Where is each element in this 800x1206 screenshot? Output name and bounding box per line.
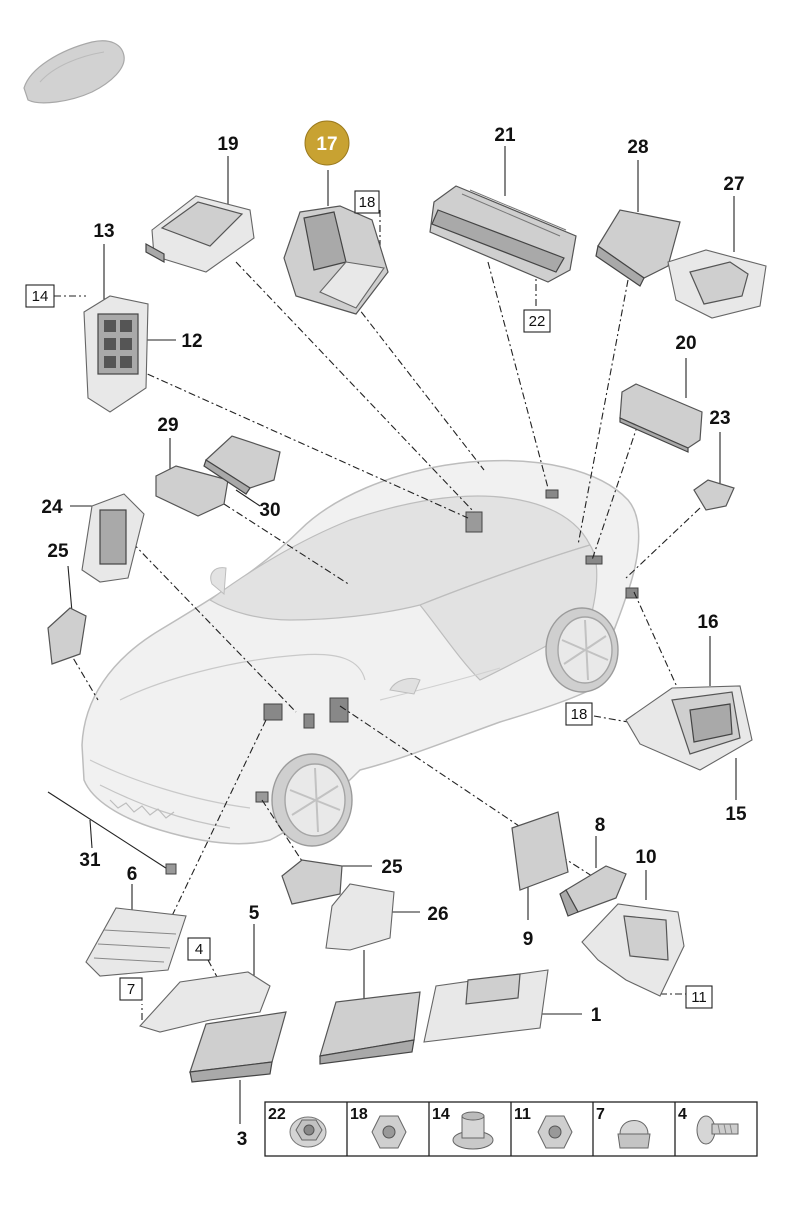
- fastener-label-4: 4: [678, 1106, 687, 1123]
- boxed-4: 4: [195, 941, 203, 958]
- callout-25-front: 25: [381, 857, 403, 878]
- highlight-badge: [304, 120, 350, 166]
- callout-labels: 17 19 21 28 27 13 12 20 23 29 30 24 25 1…: [41, 120, 747, 1150]
- fastener-label-11: 11: [514, 1106, 531, 1123]
- callout-29: 29: [157, 415, 178, 436]
- part-1-control-unit: [423, 969, 549, 1043]
- part-21-control-unit: [429, 185, 577, 283]
- fastener-table: 22 18 14 11: [264, 1101, 758, 1157]
- part-27-bracket: [667, 249, 767, 319]
- fastener-label-7: 7: [596, 1106, 605, 1123]
- callout-8: 8: [595, 815, 606, 836]
- callout-1: 1: [591, 1005, 602, 1026]
- part-28-module: [595, 209, 681, 287]
- callout-28: 28: [627, 137, 648, 158]
- fastener-cell-18: 18: [350, 1106, 407, 1149]
- part-10-11-bracket: [581, 903, 685, 997]
- part-9-control-unit: [511, 811, 569, 891]
- callout-10: 10: [635, 847, 656, 868]
- fastener-cell-11: 11: [514, 1106, 573, 1149]
- boxed-18-right: 18: [571, 706, 588, 723]
- fastener-cell-7: 7: [596, 1106, 651, 1149]
- part-30-module: [203, 435, 281, 495]
- callout-17: 17: [316, 134, 337, 155]
- flange-nut-icon: [289, 1116, 327, 1148]
- callout-24: 24: [41, 497, 63, 518]
- callout-15: 15: [725, 804, 747, 825]
- callout-21: 21: [494, 125, 516, 146]
- part-31-cable: [165, 863, 177, 875]
- fastener-cell-4: 4: [678, 1106, 739, 1145]
- screw-icon: [696, 1115, 739, 1145]
- part-8-module: [559, 865, 627, 917]
- callout-6: 6: [127, 864, 138, 885]
- fastener-label-18: 18: [350, 1106, 368, 1123]
- weld-nut-icon: [452, 1111, 494, 1150]
- part-5-7-bracket: [139, 971, 271, 1033]
- fastener-cell-22: 22: [268, 1106, 327, 1148]
- hex-nut-icon: [537, 1115, 573, 1149]
- part-3-control-unit: [189, 1011, 287, 1083]
- part-23-sensor: [693, 479, 735, 511]
- part-26-bracket: [325, 883, 395, 951]
- vehicle-body: [81, 459, 640, 847]
- part-19-radar-sensor: [145, 195, 255, 273]
- part-29-module: [155, 465, 229, 517]
- fastener-label-22: 22: [268, 1106, 286, 1123]
- boxed-18-top: 18: [359, 194, 376, 211]
- callout-16: 16: [697, 612, 718, 633]
- callout-19: 19: [217, 134, 238, 155]
- boxed-14: 14: [32, 288, 49, 305]
- cap-nut-icon: [617, 1120, 651, 1149]
- fastener-cell-14: 14: [432, 1106, 494, 1150]
- boxed-22: 22: [529, 313, 546, 330]
- callout-12: 12: [181, 331, 202, 352]
- boxed-7: 7: [127, 981, 135, 998]
- callout-26: 26: [427, 904, 448, 925]
- callout-13: 13: [93, 221, 114, 242]
- part-16-15-control-unit: [625, 685, 753, 771]
- boxed-11: 11: [691, 989, 707, 1006]
- part-13-12-fuse-box: [83, 295, 149, 413]
- part-17-control-unit-bracket: [283, 205, 389, 315]
- callout-3: 3: [237, 1129, 248, 1150]
- boxed-labels: 18 14 22 18 4 7 11: [25, 190, 713, 1009]
- part-24-module: [81, 493, 145, 583]
- callout-5: 5: [249, 903, 260, 924]
- callout-20: 20: [675, 333, 696, 354]
- callout-9: 9: [523, 929, 534, 950]
- callout-31: 31: [79, 850, 101, 871]
- part-26b-control-unit: [319, 991, 421, 1065]
- part-25-sensor-left: [47, 607, 87, 665]
- callout-25-left: 25: [47, 541, 69, 562]
- part-20-antenna-module: [619, 383, 703, 453]
- callout-30: 30: [259, 500, 280, 521]
- callout-27: 27: [723, 174, 744, 195]
- fastener-label-14: 14: [432, 1106, 450, 1123]
- vehicle-thumbnail-icon: [23, 40, 125, 104]
- part-25-sensor-front: [281, 859, 343, 905]
- hex-nut-icon: [371, 1115, 407, 1149]
- part-6-frame: [85, 907, 187, 977]
- callout-23: 23: [709, 408, 730, 429]
